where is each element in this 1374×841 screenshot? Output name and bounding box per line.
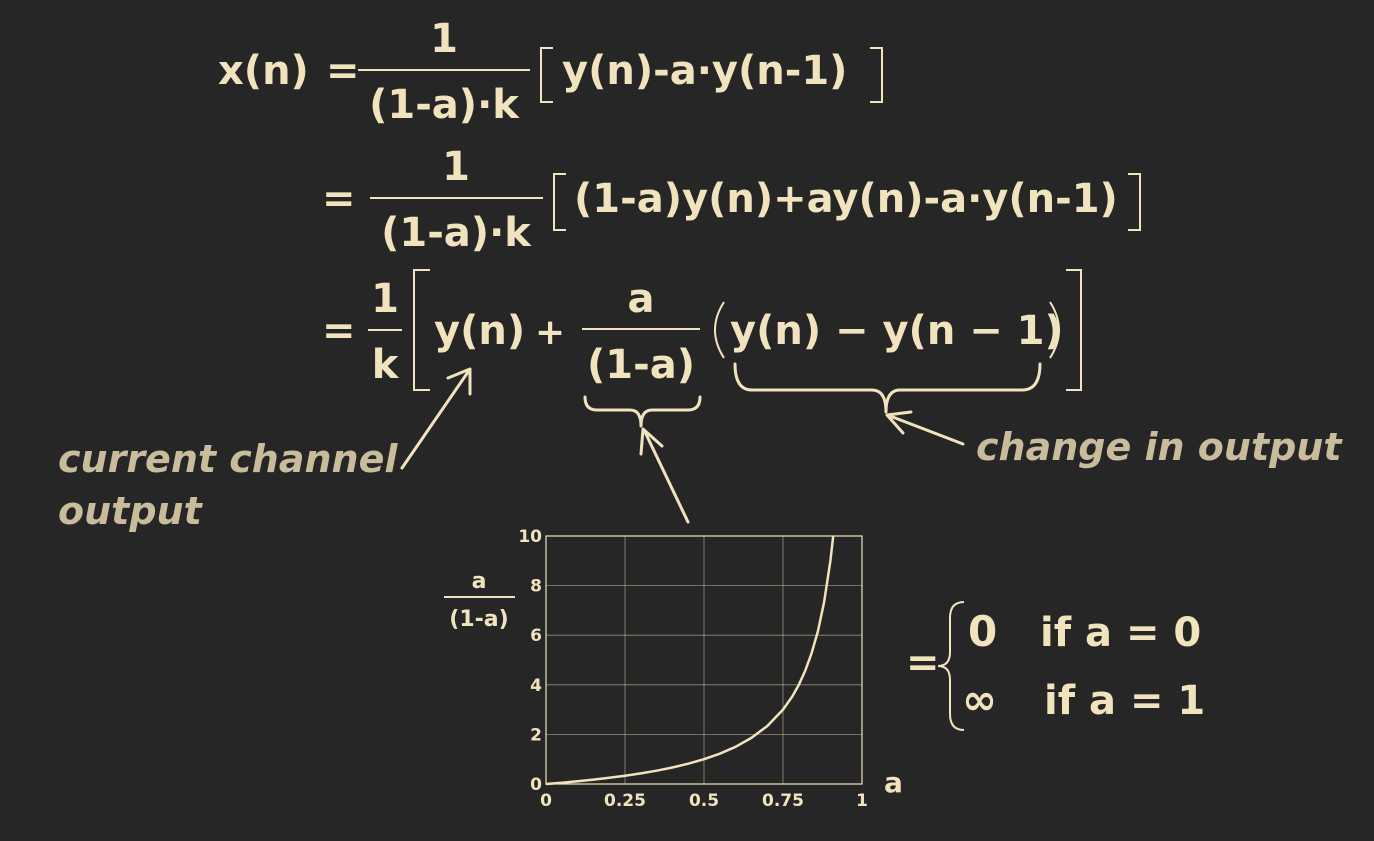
eq1-left-bracket — [540, 47, 553, 103]
piecewise-equals: = — [906, 640, 940, 686]
eq1-lhs: x(n) — [218, 48, 309, 94]
eq1-bracket-content: y(n)-a·y(n-1) — [562, 48, 847, 94]
eq2-denominator: (1-a)·k — [381, 210, 532, 256]
ratio-underbrace — [583, 395, 702, 428]
case1-value: 0 — [968, 607, 997, 656]
chart-y-tick-label: 4 — [530, 676, 542, 696]
eq3-numerator: 1 — [371, 276, 399, 322]
chart-series — [545, 535, 835, 786]
eq2-bracket-content: (1-a)y(n)+ay(n)-a·y(n-1) — [574, 176, 1118, 222]
label-change-in-output: change in output — [976, 425, 1343, 469]
chart-y-tick-label: 8 — [530, 577, 542, 597]
chart-y-tick-label: 0 — [530, 775, 542, 795]
eq3-paren-content: y(n) − y(n − 1) — [730, 308, 1063, 354]
chart-ylabel-denominator: (1-a) — [449, 607, 508, 632]
equation-line-3: = 1 k y(n) + a (1-a) y(n) − y(n − 1) — [322, 269, 1082, 391]
chart-x-tick-label: 0.5 — [689, 791, 719, 811]
piecewise-definition: = 0 if a = 0 ∞ if a = 1 — [906, 601, 1205, 731]
chart-x-tick-label: 1 — [856, 791, 868, 811]
chart-x-tick-label: 0 — [540, 791, 552, 811]
eq2-right-bracket — [1128, 173, 1141, 231]
eq1-numerator: 1 — [430, 16, 458, 62]
chart-ylabel-numerator: a — [472, 569, 487, 594]
piecewise-brace — [937, 601, 965, 731]
chart-x-tick-label: 0.25 — [604, 791, 646, 811]
eq3-left-bracket — [413, 269, 430, 391]
eq1-right-bracket — [870, 47, 883, 103]
eq3-term-current: y(n) — [434, 308, 525, 354]
case1-condition: if a = 0 — [1040, 610, 1201, 656]
eq3-right-bracket — [1066, 269, 1082, 391]
equation-line-1: x(n) = 1 (1-a)·k y(n)-a·y(n-1) — [218, 16, 883, 128]
eq1-denominator: (1-a)·k — [369, 82, 520, 128]
arrow-current-output — [400, 367, 472, 470]
eq2-left-bracket — [553, 173, 566, 231]
eq2-numerator: 1 — [442, 144, 470, 190]
chart-x-tick-label: 0.75 — [762, 791, 804, 811]
eq2-equals: = — [322, 176, 356, 222]
chart-x-ticks: 0 0.25 0.5 0.75 1 — [540, 791, 868, 811]
change-underbrace — [733, 362, 1042, 414]
label-current-channel: current channel — [58, 437, 398, 481]
case2-condition: if a = 1 — [1044, 678, 1205, 724]
eq1-equals: = — [326, 48, 360, 94]
eq3-denominator: k — [372, 342, 400, 388]
chart-curve — [545, 535, 835, 786]
eq3-ratio-numerator: a — [628, 276, 655, 322]
chart-y-tick-label: 6 — [530, 626, 542, 646]
label-output: output — [58, 489, 204, 533]
case2-value: ∞ — [962, 675, 997, 724]
chart-y-tick-label: 2 — [530, 725, 542, 745]
eq3-equals: = — [322, 308, 356, 354]
chart-grid — [545, 535, 863, 785]
ratio-chart: 0 2 4 6 8 10 0 0.25 0.5 0.75 1 a (1-a) a — [444, 527, 903, 811]
arrow-change-in-output — [885, 410, 965, 446]
chart-y-ticks: 0 2 4 6 8 10 — [518, 527, 542, 795]
eq3-plus: + — [535, 312, 565, 353]
arrow-ratio-to-chart — [639, 427, 690, 524]
eq3-right-paren — [1049, 301, 1060, 359]
chart-y-tick-label: 10 — [518, 527, 542, 547]
chart-xlabel: a — [884, 766, 903, 799]
eq3-left-paren — [714, 301, 725, 359]
equation-line-2: = 1 (1-a)·k (1-a)y(n)+ay(n)-a·y(n-1) — [322, 144, 1141, 256]
eq3-ratio-denominator: (1-a) — [587, 342, 695, 388]
